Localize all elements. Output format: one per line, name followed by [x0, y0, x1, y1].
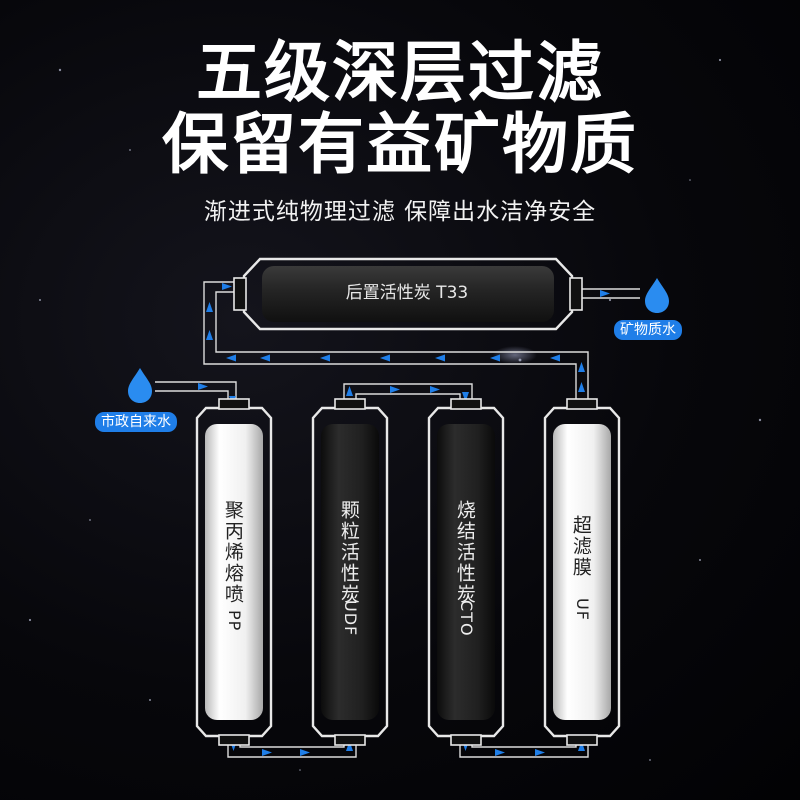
cartridge-uf	[553, 424, 611, 720]
cartridge-udf	[321, 424, 379, 720]
inlet-label: 市政自来水	[95, 412, 177, 432]
cartridge-t33	[262, 266, 554, 322]
filter-uf-code: UF	[573, 598, 592, 621]
post-filter-label: 后置活性炭 T33	[345, 283, 469, 303]
filter-cto-name: 烧结活性炭	[453, 500, 476, 605]
nebula-glow	[493, 346, 537, 364]
filter-uf-name: 超滤膜	[569, 515, 592, 578]
outlet-water-drop-icon	[645, 278, 669, 313]
outlet-label: 矿物质水	[614, 320, 682, 340]
cartridge-caps	[218, 277, 598, 746]
filter-pp-code: PP	[225, 610, 244, 632]
filter-cto-code: CTO	[457, 600, 476, 637]
cartridge-cto	[437, 424, 495, 720]
subtitle: 渐进式纯物理过滤 保障出水洁净安全	[203, 199, 597, 225]
title-line1: 五级深层过滤	[196, 34, 604, 111]
inlet-water-drop-icon	[128, 368, 152, 403]
filter-pp-name: 聚丙烯熔喷	[221, 500, 244, 605]
title-line2: 保留有益矿物质	[162, 106, 638, 183]
cartridge-pp	[205, 424, 263, 720]
filter-udf-code: UDF	[341, 600, 360, 637]
filter-udf-name: 颗粒活性炭	[337, 500, 360, 605]
